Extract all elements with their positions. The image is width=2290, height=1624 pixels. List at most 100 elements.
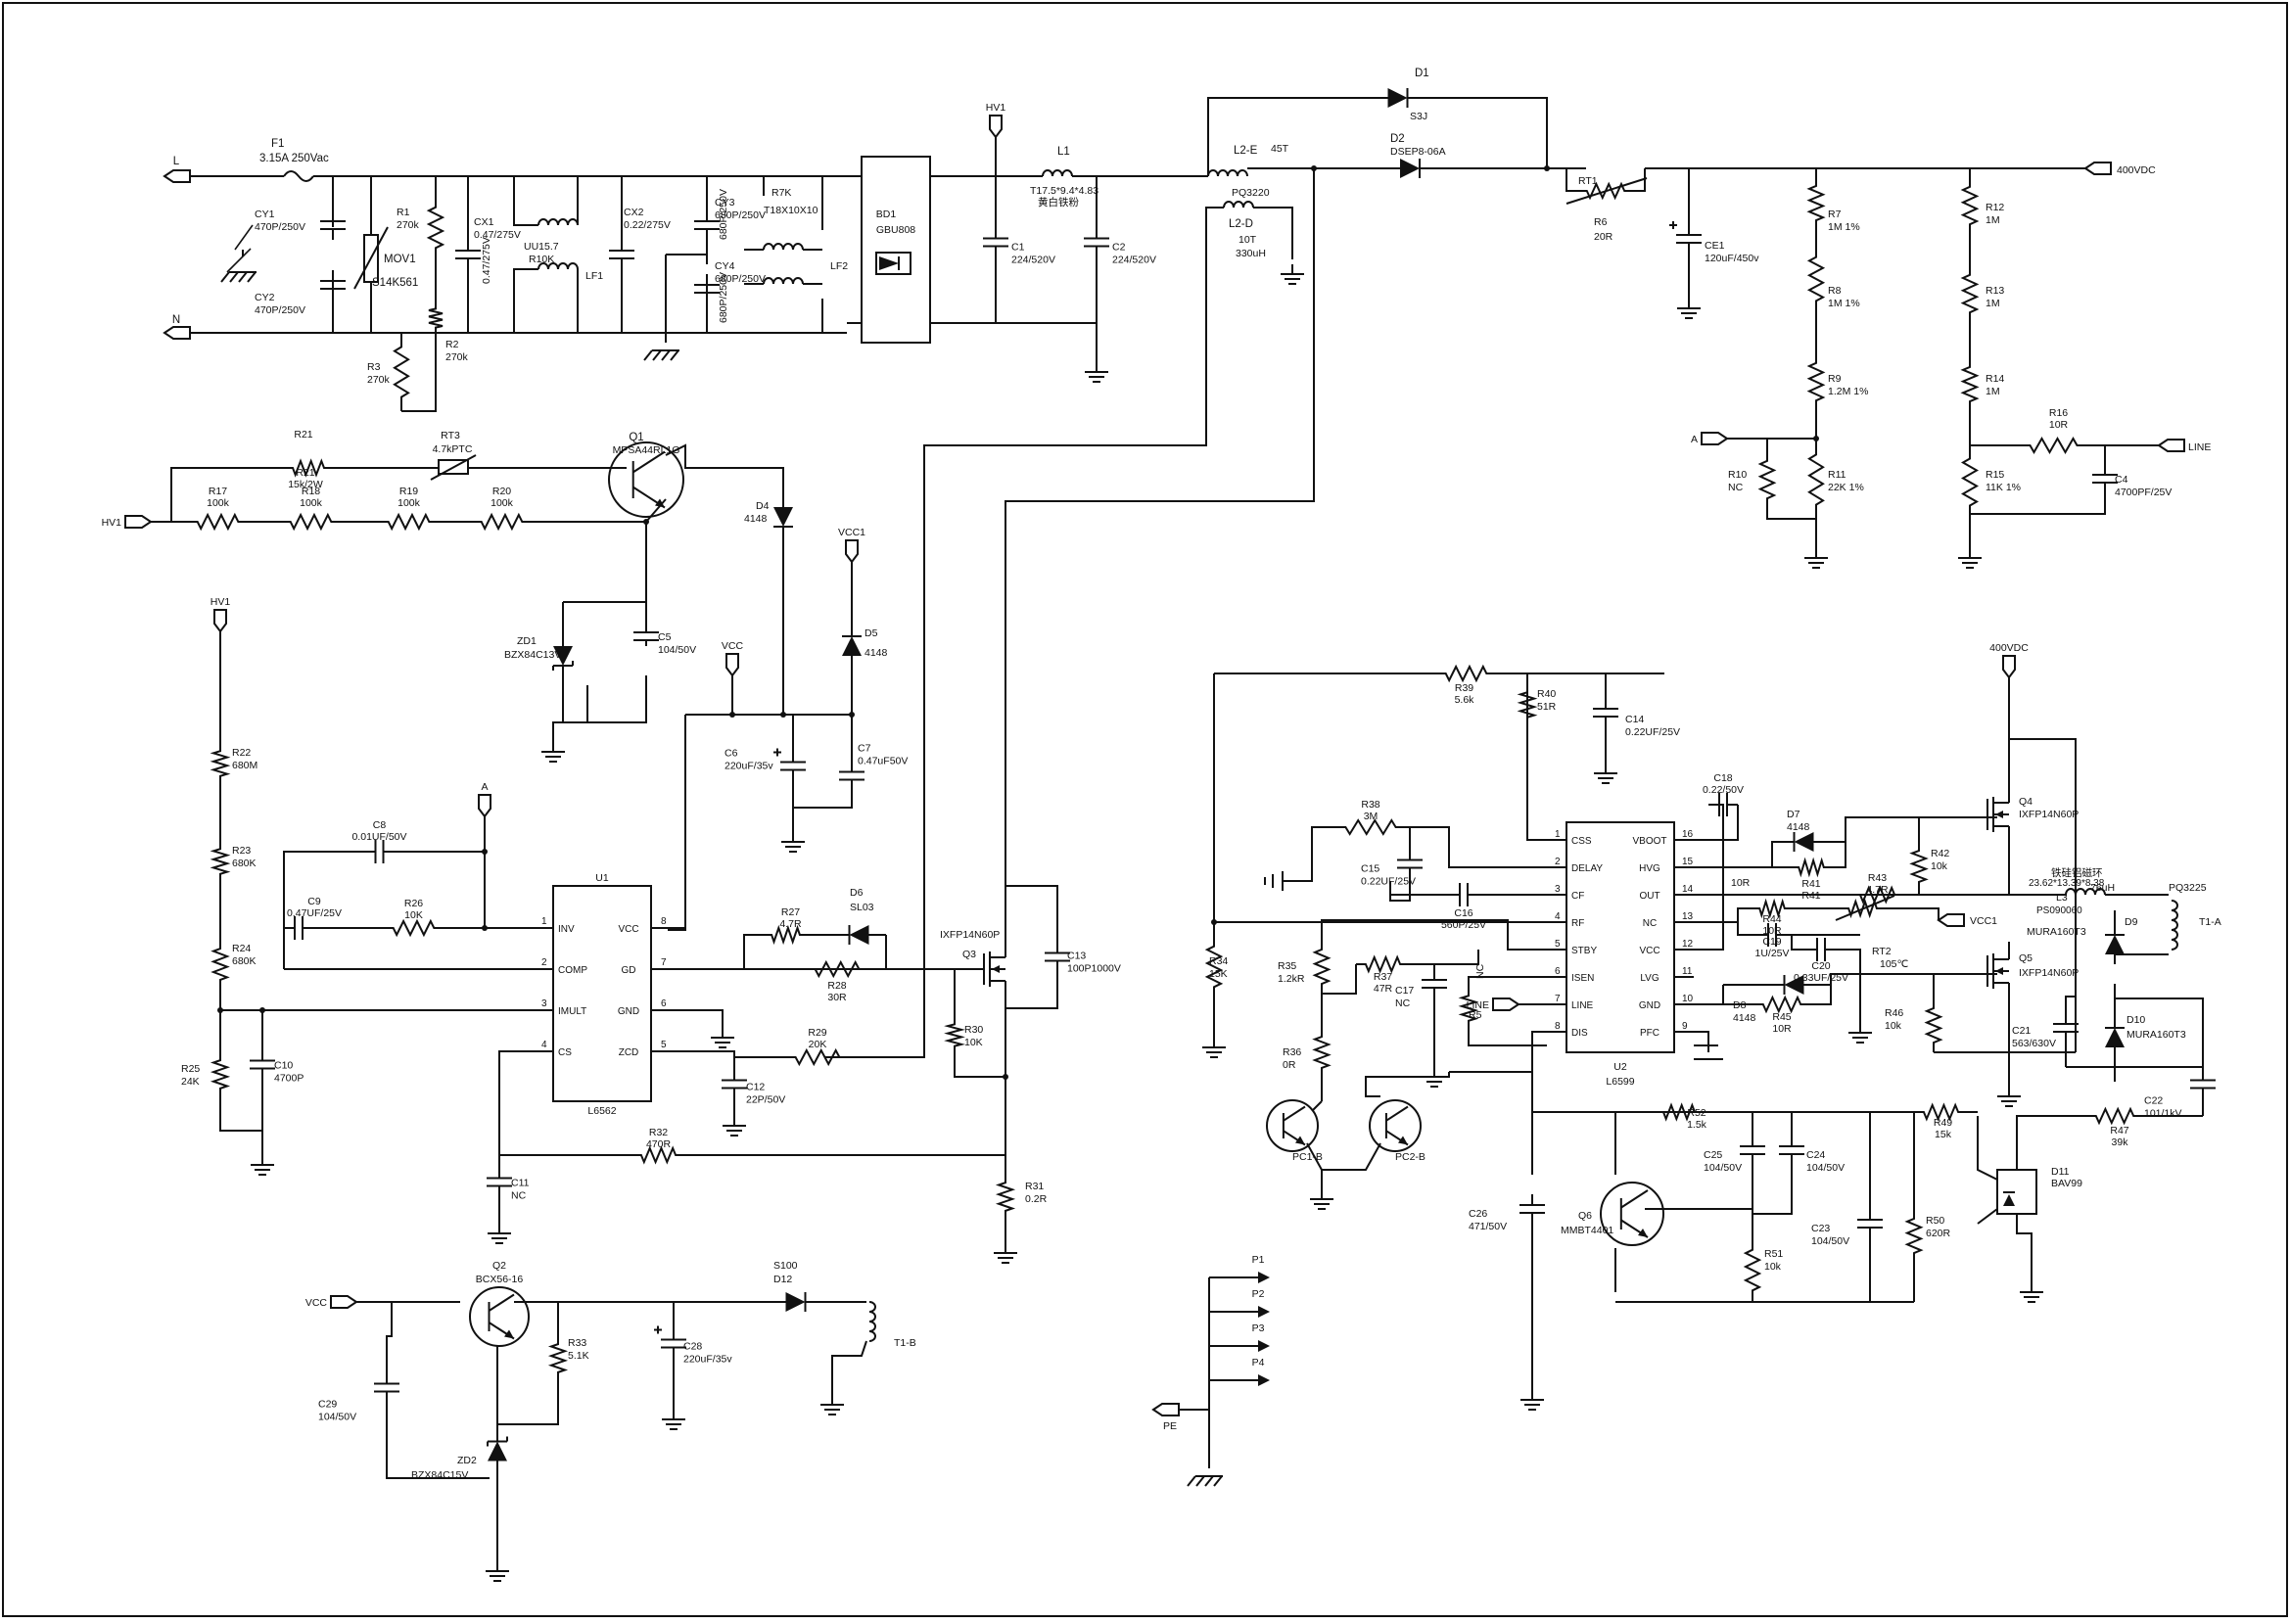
resistor-r44 [1753, 898, 1792, 919]
value-d7: 4148 [1787, 821, 1810, 833]
ref-c4: C4 [2115, 474, 2128, 486]
net-vcc1-flag-top-label: VCC1 [838, 527, 865, 538]
value-rt3: 4.7kPTC [433, 443, 473, 455]
value-r22: 680M [232, 760, 257, 771]
value-lf2: R7K [771, 187, 791, 199]
ref-rt2: RT2 [1872, 946, 1892, 957]
ground-symbol [781, 832, 805, 853]
value-d12: S100 [773, 1260, 798, 1272]
u2-pinnum-5: 5 [1555, 939, 1561, 950]
ref-d1: D1 [1415, 68, 1429, 79]
ground-symbol [1804, 548, 1828, 569]
net-400vdc-flag-q4-label: 400VDC [1989, 642, 2029, 654]
resistor-r12 [1960, 176, 1980, 235]
ref-r45: R45 [1772, 1011, 1791, 1023]
u1-pin-cs: CS [558, 1047, 572, 1058]
value-c24: 104/50V [1806, 1162, 1845, 1174]
resistor-r46 [1924, 998, 1943, 1052]
value-r26: 10K [404, 909, 423, 921]
net-p1-flag [1258, 1272, 1270, 1283]
ref-r27: R27 [781, 906, 800, 918]
resistor-r11 [1807, 441, 1825, 519]
ref-c16: C16 [1454, 907, 1472, 919]
net-hv1-flag-top: HV1 [986, 102, 1005, 139]
capacitor-cx1 [455, 240, 481, 269]
ref-r25: R25 [181, 1063, 200, 1075]
thermistor-rt1 [1566, 177, 1648, 205]
net-n-label: N [172, 314, 180, 326]
ref-r16: R16 [2049, 407, 2068, 419]
u2-pin-vcc: VCC [1639, 946, 1659, 956]
ground-symbol [723, 1116, 746, 1137]
value-d10: MURA160T3 [2126, 1029, 2186, 1041]
inductor-l3 [2065, 888, 2106, 896]
ground-symbol [1202, 1038, 1226, 1058]
value-cx2: 0.22/275V [624, 219, 671, 231]
value-u2: L6599 [1606, 1076, 1634, 1088]
value-c11: NC [511, 1190, 527, 1202]
resistor-r26 [382, 918, 445, 938]
resistor-r19 [377, 512, 441, 532]
resistor-r10 [1757, 450, 1777, 509]
ref-c13: C13 [1067, 951, 1086, 962]
ref-c25: C25 [1704, 1149, 1722, 1161]
ref-q3: Q3 [962, 949, 976, 960]
capacitor-c10 [250, 1052, 275, 1077]
net-400vdc-flag-q4: 400VDC [1989, 642, 2029, 679]
capacitor-c24 [1779, 1136, 1804, 1165]
net-l-label: L [173, 156, 180, 167]
value-c4: 4700PF/25V [2115, 487, 2172, 498]
ref-zd2: ZD2 [457, 1455, 477, 1466]
u1-pin-gd: GD [622, 965, 636, 976]
value-l3: 76uH [2090, 882, 2115, 894]
u2-pin-line: LINE [1571, 1000, 1594, 1011]
value-d5: 4148 [865, 647, 888, 659]
u2-pin-hvg: HVG [1639, 863, 1660, 874]
ref-c28: C28 [683, 1341, 702, 1353]
value-c12: 22P/50V [746, 1094, 785, 1106]
value-cy4-rot: 680P/250V [718, 272, 729, 323]
varistor-mov1 [353, 226, 389, 290]
value2-l2-e: PQ3220 [1232, 187, 1270, 199]
value-r24: 680K [232, 955, 257, 967]
u2-pin-css: CSS [1571, 836, 1592, 847]
ref-r18: R18 [302, 486, 320, 497]
u2-pinnum-16: 16 [1682, 829, 1694, 840]
value-c20: 0.33UF/25V [1794, 972, 1848, 984]
resistor-r3 [393, 333, 410, 411]
resistor-r29 [783, 1047, 852, 1067]
u2-pinnum-4: 4 [1555, 911, 1561, 922]
ref-q5: Q5 [2019, 952, 2033, 964]
diode-d11 [1996, 1169, 2037, 1215]
resistor-r9 [1806, 352, 1826, 411]
ref-c10: C10 [274, 1060, 293, 1072]
transistor-q6 [1600, 1182, 1664, 1246]
resistor-r38 [1332, 818, 1410, 836]
zener-zd2 [487, 1424, 508, 1478]
capacitor-c6 [773, 748, 806, 778]
ref-d2: D2 [1390, 133, 1405, 145]
ref-r28: R28 [827, 980, 846, 992]
value-r47: 39k [2112, 1137, 2129, 1148]
value-q4: IXFP14N60P [2019, 809, 2079, 820]
ref-r33: R33 [568, 1337, 586, 1349]
capacitor-c4 [2092, 468, 2118, 489]
ref-r38: R38 [1361, 799, 1379, 811]
value-cy3: 680P/250V [715, 209, 766, 221]
value-r32: 470R [646, 1138, 672, 1150]
net-a-flag-mid: A [478, 781, 491, 818]
ground-symbol [2020, 1282, 2043, 1303]
resistor-r41 [1792, 857, 1831, 878]
transformer-t1-a [2171, 900, 2178, 951]
ref-r6: R6 [1594, 216, 1608, 228]
u2-pinnum-6: 6 [1555, 966, 1561, 977]
value-q3: IXFP14N60P [940, 929, 1000, 941]
resistor-r13 [1960, 264, 1980, 323]
ref-r2: R2 [445, 339, 459, 350]
value-r30: 10K [964, 1037, 983, 1048]
ref-r10: R10 [1728, 469, 1747, 481]
ref-r43: R43 [1868, 872, 1887, 884]
ref-r44: R44 [1762, 913, 1781, 925]
ref-r13: R13 [1986, 285, 2004, 297]
value-r3: 270k [367, 374, 391, 386]
